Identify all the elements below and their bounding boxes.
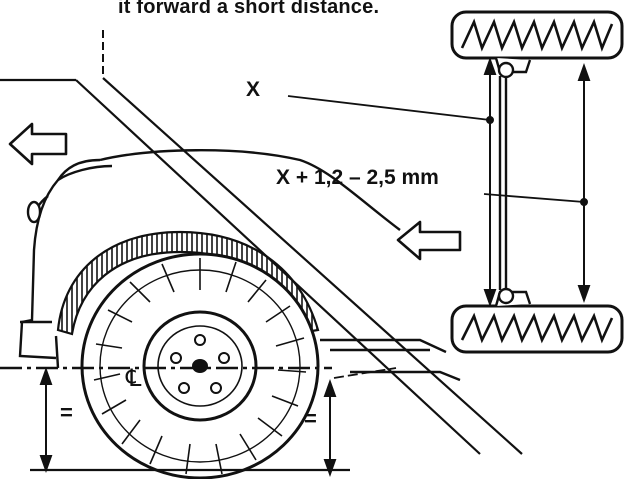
- front-wheel: [80, 252, 320, 480]
- car-body: [18, 149, 461, 382]
- wheel-arch: [56, 230, 320, 336]
- centre-line-symbol: ℄: [126, 365, 142, 392]
- label-front-distance: X: [246, 78, 261, 101]
- leader-line-tolerance: [483, 193, 585, 203]
- lower-tire: [450, 304, 624, 354]
- dimension-right: [323, 379, 337, 477]
- dimension-left: [39, 367, 53, 473]
- rear-measurement-arrow: [577, 63, 591, 303]
- front-measurement-arrow: [483, 57, 497, 307]
- label-rear-distance: X + 1,2 – 2,5 mm: [276, 166, 439, 189]
- label-equal-right: =: [304, 406, 317, 431]
- direction-arrow-left-icon: [8, 122, 68, 166]
- leader-line-x: [287, 95, 491, 121]
- direction-arrow-middle-icon: [396, 220, 462, 261]
- label-equal-left: =: [60, 400, 73, 425]
- caption-text: it forward a short distance.: [118, 0, 380, 18]
- reference-line-lower: [333, 367, 397, 379]
- axle-top-view: [287, 10, 624, 354]
- upper-tire: [450, 10, 624, 60]
